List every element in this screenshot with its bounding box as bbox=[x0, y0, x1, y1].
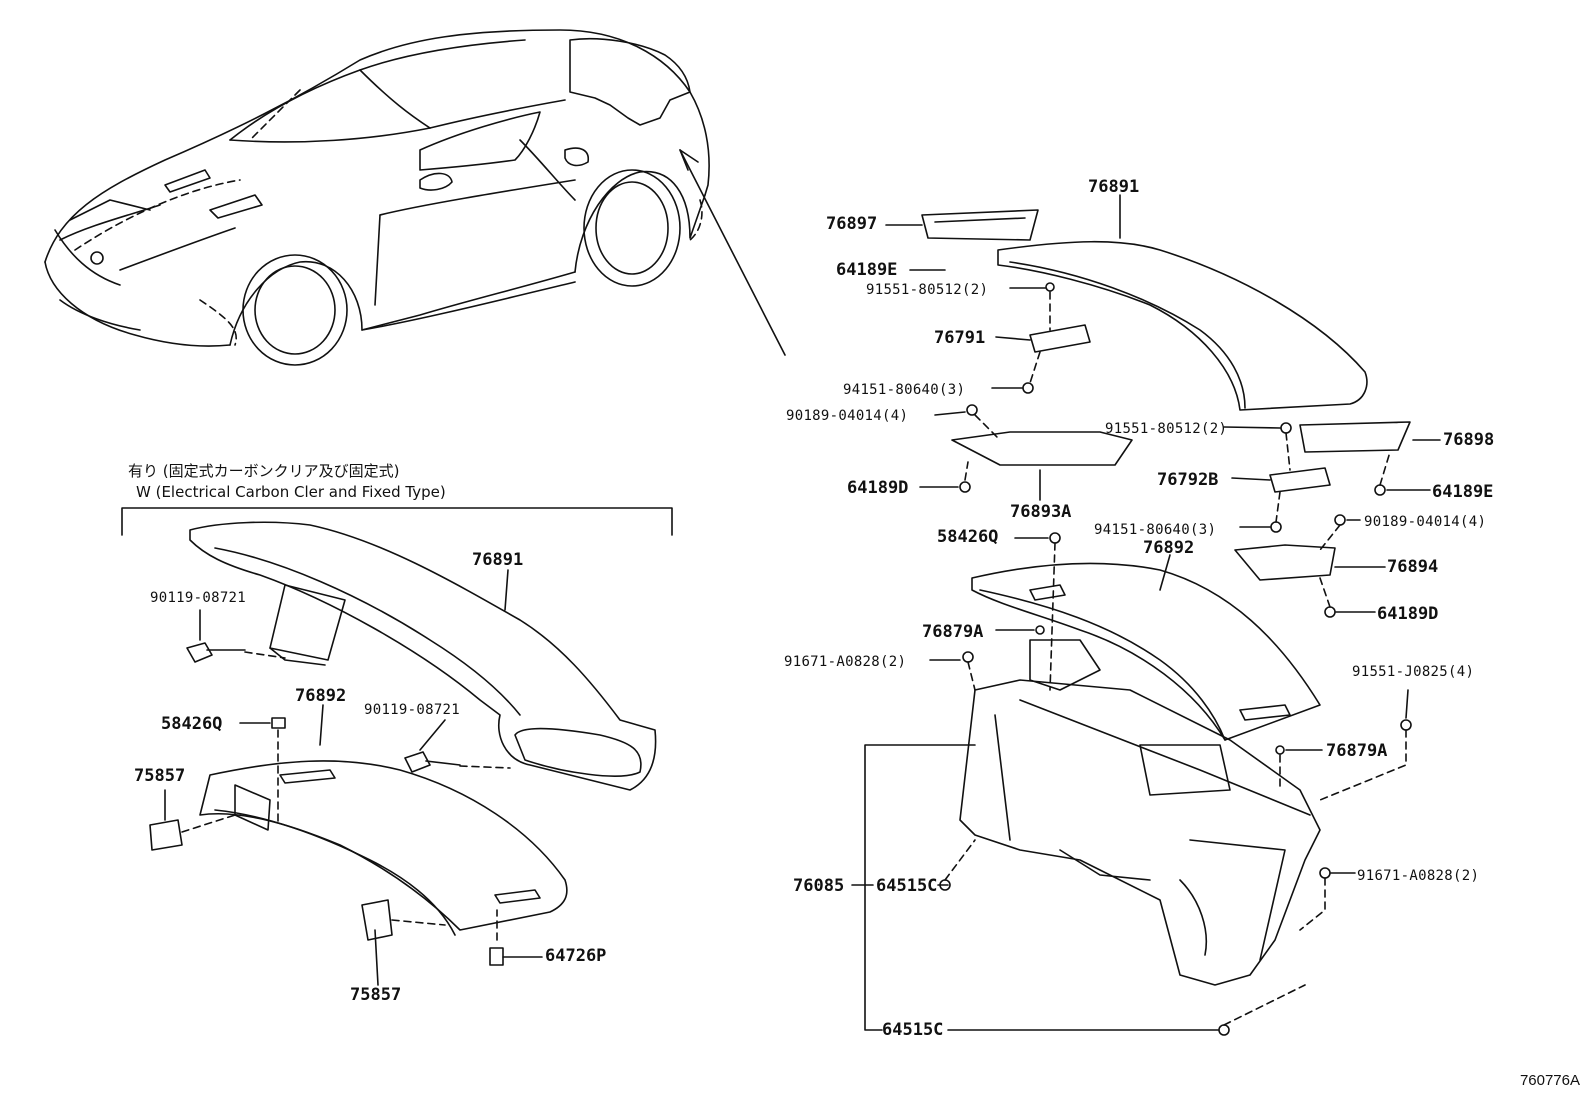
variant-note-japanese: 有り (固定式カーボンクリア及び固定式) bbox=[128, 462, 400, 480]
part-label-76792b[interactable]: 76792B bbox=[1157, 470, 1219, 490]
part-label-94151-80640[interactable]: 94151-80640(3) bbox=[1094, 522, 1217, 538]
car-overview-illustration bbox=[44, 29, 786, 366]
part-label-64189d[interactable]: 64189D bbox=[1377, 604, 1439, 624]
part-label-91551-80512[interactable]: 91551-80512(2) bbox=[1105, 421, 1228, 437]
part-label-64189e[interactable]: 64189E bbox=[836, 260, 898, 280]
part-label-76879a[interactable]: 76879A bbox=[922, 622, 984, 642]
part-label-58426q[interactable]: 58426Q bbox=[937, 527, 999, 547]
part-label-58426q[interactable]: 58426Q bbox=[161, 714, 223, 734]
part-label-91551-j0825[interactable]: 91551-J0825(4) bbox=[1352, 664, 1475, 680]
part-label-90189-04014[interactable]: 90189-04014(4) bbox=[786, 408, 909, 424]
part-label-76791[interactable]: 76791 bbox=[934, 328, 986, 348]
part-label-76891[interactable]: 76891 bbox=[472, 550, 524, 570]
part-label-75857[interactable]: 75857 bbox=[350, 985, 402, 1005]
part-label-64515c[interactable]: 64515C bbox=[876, 876, 938, 896]
part-label-64189e[interactable]: 64189E bbox=[1432, 482, 1494, 502]
part-label-90119-08721[interactable]: 90119-08721 bbox=[150, 590, 247, 606]
part-label-90189-04014[interactable]: 90189-04014(4) bbox=[1364, 514, 1487, 530]
part-label-76894[interactable]: 76894 bbox=[1387, 557, 1439, 577]
part-label-76897[interactable]: 76897 bbox=[826, 214, 878, 234]
part-label-90119-08721[interactable]: 90119-08721 bbox=[364, 702, 461, 718]
main-exploded-view bbox=[851, 194, 1441, 1036]
part-label-76893a[interactable]: 76893A bbox=[1010, 502, 1072, 522]
part-label-91551-80512[interactable]: 91551-80512(2) bbox=[866, 282, 989, 298]
part-label-64189d[interactable]: 64189D bbox=[847, 478, 909, 498]
part-label-94151-80640[interactable]: 94151-80640(3) bbox=[843, 382, 966, 398]
variant-note-english: W (Electrical Carbon Cler and Fixed Type… bbox=[136, 483, 446, 501]
part-label-76898[interactable]: 76898 bbox=[1443, 430, 1495, 450]
part-label-76085[interactable]: 76085 bbox=[793, 876, 845, 896]
part-label-76879a[interactable]: 76879A bbox=[1326, 741, 1388, 761]
part-label-64726p[interactable]: 64726P bbox=[545, 946, 607, 966]
variant-w-exploded-view bbox=[121, 507, 673, 986]
part-label-76892[interactable]: 76892 bbox=[1143, 538, 1195, 558]
part-label-75857[interactable]: 75857 bbox=[134, 766, 186, 786]
part-label-91671-a0828[interactable]: 91671-A0828(2) bbox=[1357, 868, 1480, 884]
part-label-76892[interactable]: 76892 bbox=[295, 686, 347, 706]
part-label-91671-a0828[interactable]: 91671-A0828(2) bbox=[784, 654, 907, 670]
figure-id: 760776A bbox=[1519, 1072, 1580, 1089]
part-label-64515c[interactable]: 64515C bbox=[882, 1020, 944, 1040]
part-label-76891[interactable]: 76891 bbox=[1088, 177, 1140, 197]
